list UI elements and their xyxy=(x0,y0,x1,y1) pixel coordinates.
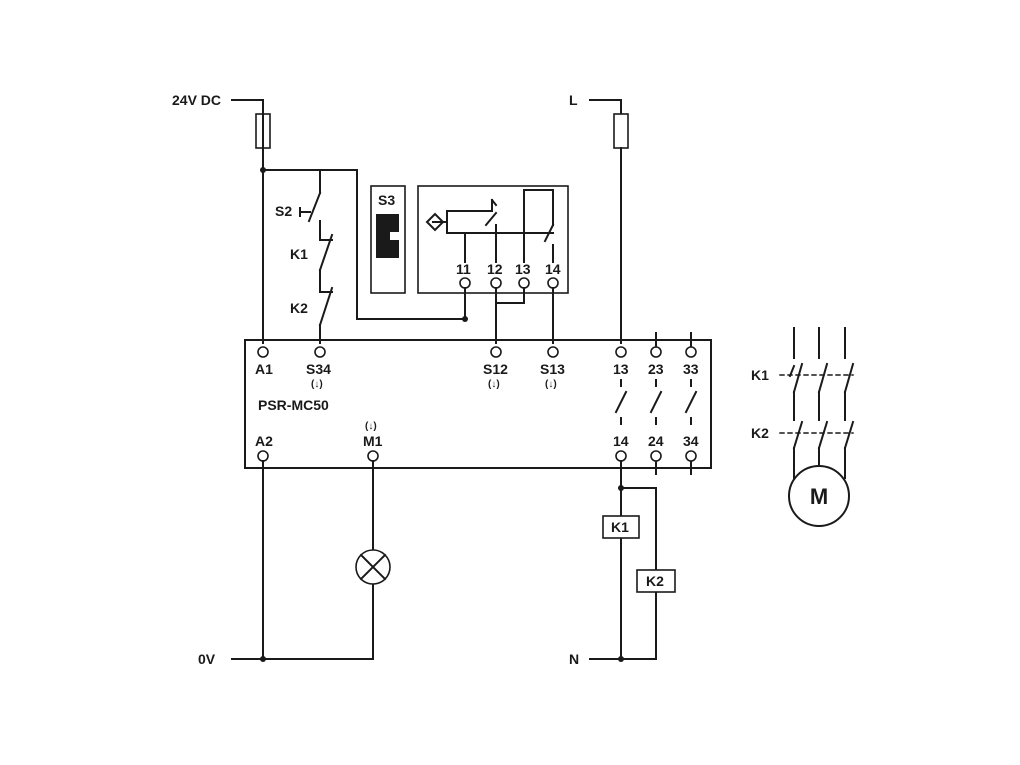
terminal-s13: S13 xyxy=(540,361,565,377)
k2-coil xyxy=(636,569,676,593)
terminal-14: 14 xyxy=(613,433,629,449)
s3-terminal-11: 11 xyxy=(456,261,471,277)
s3-to-module-wiring xyxy=(462,287,554,344)
start-chain-s2-k1-k2 xyxy=(299,169,334,344)
s3-label: S3 xyxy=(378,192,395,208)
module-output-contacts xyxy=(614,379,698,425)
terminal-m1: M1 xyxy=(363,433,383,449)
k1-coil xyxy=(602,515,640,539)
module-bottom-terminals xyxy=(257,450,697,475)
terminal-a2: A2 xyxy=(255,433,273,449)
supply-0v-label: 0V xyxy=(198,651,216,667)
s3-actuator-icon xyxy=(376,214,399,258)
m1-arrow-mark: (↓) xyxy=(365,421,377,432)
s3-terminal-13: 13 xyxy=(515,261,531,277)
s2-switch-label: S2 xyxy=(275,203,292,219)
motor-k2-label: K2 xyxy=(751,425,769,441)
terminal-s34: S34 xyxy=(306,361,331,377)
s34-arrow-mark: (↓) xyxy=(311,379,323,390)
terminal-24: 24 xyxy=(648,433,664,449)
s3-terminal-12: 12 xyxy=(487,261,503,277)
motor-k1-label: K1 xyxy=(751,367,769,383)
supply-24v-dc-label: 24V DC xyxy=(172,92,221,108)
motor-icon xyxy=(788,465,850,527)
coil-wiring xyxy=(589,460,657,662)
motor-circuit xyxy=(779,327,855,479)
safety-switch-block xyxy=(417,185,569,294)
k2-contact-label: K2 xyxy=(290,300,308,316)
k2-coil-label: K2 xyxy=(646,573,664,589)
terminal-a1: A1 xyxy=(255,361,273,377)
supply-line-label: L xyxy=(569,92,578,108)
line-fuse xyxy=(613,113,629,149)
supply-neutral-label: N xyxy=(569,651,579,667)
motor-label: M xyxy=(810,484,828,509)
zero-volt-wiring xyxy=(231,460,374,662)
terminal-13: 13 xyxy=(613,361,629,377)
psr-mc50-module xyxy=(244,339,712,469)
line-supply-wiring xyxy=(589,99,629,344)
s3-terminal-labels: 11 12 13 14 xyxy=(456,261,561,277)
dc-supply-wiring xyxy=(231,99,466,344)
k1-contact-label: K1 xyxy=(290,246,308,262)
module-top-terminals xyxy=(257,332,697,358)
s12-arrow-mark: (↓) xyxy=(488,379,500,390)
s3-enclosure: S3 xyxy=(370,185,406,294)
k1-coil-label: K1 xyxy=(611,519,629,535)
s13-arrow-mark: (↓) xyxy=(545,379,557,390)
s3-terminal-connectors xyxy=(459,277,559,289)
terminal-s12: S12 xyxy=(483,361,508,377)
terminal-23: 23 xyxy=(648,361,664,377)
terminal-34: 34 xyxy=(683,433,699,449)
indicator-lamp-icon xyxy=(355,549,391,585)
s3-terminal-14: 14 xyxy=(545,261,561,277)
terminal-33: 33 xyxy=(683,361,699,377)
module-name: PSR-MC50 xyxy=(258,397,329,413)
